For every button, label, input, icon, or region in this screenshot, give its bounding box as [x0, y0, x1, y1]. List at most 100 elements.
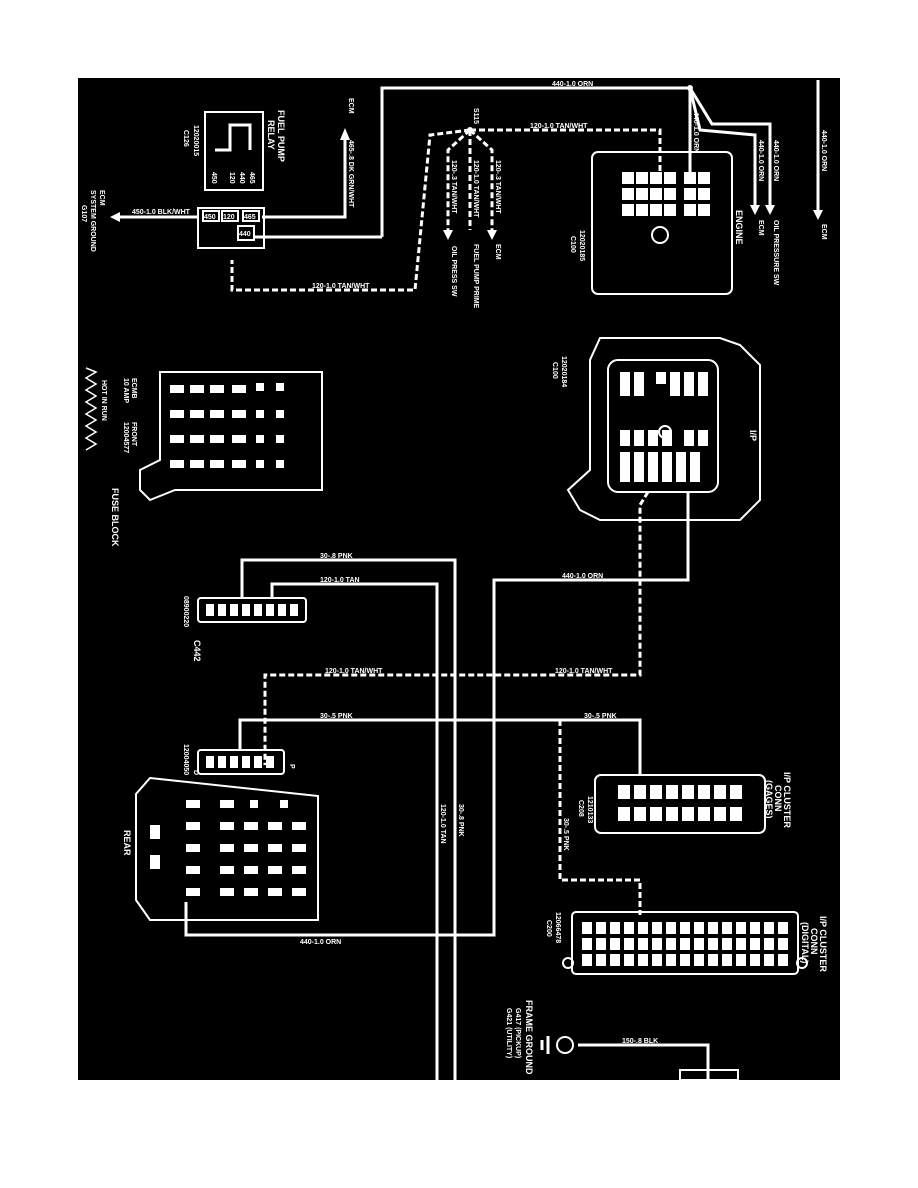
c200-part-label: 12066478	[554, 912, 561, 943]
c200-label: C200	[545, 920, 552, 937]
wire-440-v2-label: 440-1.0 ORN	[772, 140, 779, 181]
arrow-oil-pressure	[765, 205, 775, 215]
wire-120-to-relay	[230, 128, 471, 292]
c100-label: C100	[569, 236, 576, 253]
digital-conn-bolt-left	[562, 957, 574, 969]
ecm-ground-label-2: SYSTEM GROUND	[89, 190, 96, 252]
ip-connector-body	[607, 359, 719, 493]
wire-440-v3-label: 440-1.0 ORN	[757, 140, 764, 181]
wire-30-8-pnk	[240, 558, 457, 1080]
frame-ground-terminal	[556, 1036, 574, 1054]
c208-label: C208	[577, 800, 584, 817]
rear-connector-cells	[206, 756, 274, 768]
oil-pressure-sw-label: OIL PRESSURE SW	[772, 220, 779, 286]
frame-ground-box	[679, 1069, 739, 1081]
relay-conn-450: 450	[204, 214, 216, 221]
wire-465-label: 465-.8 DK GRN/WHT	[347, 140, 354, 208]
relay-conn-pin-440	[237, 225, 255, 241]
wire-30-8-pnk-label: 30-.8 PNK	[320, 553, 353, 560]
arrow-ecm-120	[487, 230, 497, 240]
wire-440-top	[380, 86, 690, 237]
wire-120-tan-label: 120-1.0 TAN	[320, 577, 360, 584]
wire-120-tanwht-mid	[263, 491, 650, 765]
relay-pin-465: 465	[248, 172, 255, 184]
wire-120-to-engine	[470, 128, 662, 178]
ip-cluster-gages-label-1: I/P CLUSTER	[782, 772, 792, 828]
wire-150-blk	[578, 1043, 710, 1080]
wire-440-branch-3	[688, 87, 757, 205]
wire-120-tanwht-b-label: 120-1.0 TAN/WHT	[312, 283, 370, 290]
fuel-pump-relay-title-1: FUEL PUMP	[276, 110, 286, 162]
engine-label: ENGINE	[734, 210, 744, 245]
g421-label: G421 (UTILITY)	[505, 1008, 512, 1058]
arrow-ground	[110, 212, 120, 222]
wire-30-8-pnk-v-label: 30-.8 PNK	[457, 804, 464, 837]
fuel-pump-prime-label: FUEL PUMP PRIME	[472, 244, 479, 309]
ecm-far-right-label: ECM	[820, 224, 827, 240]
wire-440-top-label: 440-1.0 ORN	[552, 81, 593, 88]
engine-connector-bolt	[651, 226, 669, 244]
relay-connector	[197, 207, 265, 249]
hot-in-run-zigzag	[84, 367, 98, 451]
rear-label: REAR	[122, 830, 132, 856]
relay-conn-440: 440	[239, 231, 251, 238]
wire-120-tan-v-label: 120-1.0 TAN	[439, 804, 446, 844]
c100-part-label: 12020185	[578, 230, 585, 261]
c126-part-label: 12020015	[192, 125, 199, 156]
g417-label: G417 (PICKUP)	[514, 1008, 521, 1058]
ground-symbol	[540, 1036, 550, 1054]
wire-120-tanwht-c-label: 120-.3 TAN/WHT	[450, 160, 457, 214]
wire-120-tanwht-a-label: 120-1.0 TAN/WHT	[530, 123, 588, 130]
fuel-pump-relay	[204, 111, 264, 191]
ip-cluster-gages-cells	[618, 785, 742, 821]
wire-450-label: 450-1.0 BLK/WHT	[132, 209, 191, 216]
rear-conn-part-label: 12004050	[182, 744, 189, 775]
ecm-ground-label-1: ECM	[98, 190, 105, 206]
oil-press-sw-label: OIL PRESS SW	[450, 246, 457, 297]
fuse-block-cells	[170, 383, 284, 468]
relay-pin-450: 450	[210, 172, 217, 184]
wire-120-ecm	[468, 128, 494, 230]
wire-120-oil-press	[446, 128, 472, 230]
front-label-1: FRONT	[130, 422, 137, 447]
c442-part-label: 08900220	[182, 596, 189, 627]
fuse-block	[139, 371, 323, 502]
wire-440-mid-label: 440-1.0 ORN	[562, 573, 603, 580]
rear-fuse-block	[135, 776, 319, 921]
ip-connector-bolt	[658, 425, 672, 439]
ip-cluster-gages-connector	[594, 774, 766, 834]
engine-connector-cells	[622, 172, 710, 216]
rear-fuse-cells	[150, 800, 306, 896]
digital-conn-bolt-right	[796, 957, 808, 969]
ecm-120-label: ECM	[494, 244, 501, 260]
relay-pin-440: 440	[238, 172, 245, 184]
ip-cluster-digital-cells	[582, 922, 788, 966]
c442-cells	[206, 604, 298, 616]
relay-conn-120: 120	[223, 214, 235, 221]
fuel-pump-relay-title-2: RELAY	[266, 120, 276, 150]
relay-pin-120: 120	[228, 172, 235, 184]
wire-120-tan	[270, 582, 439, 1080]
wire-120-tanwht-d-label: 120-1.0 TAN/WHT	[472, 160, 479, 218]
wire-440-bottom-label: 440-1.0 ORN	[300, 939, 341, 946]
ip-cluster-digital-connector	[571, 911, 799, 975]
arrow-ecm-465	[340, 128, 350, 140]
ip-cluster-digital-label-1: I/P CLUSTER	[818, 916, 828, 972]
c100b-label: C100	[551, 362, 558, 379]
pin-p-label: P	[288, 764, 295, 769]
front-label-2: 12004577	[122, 422, 129, 453]
frame-ground-label: FRAME GROUND	[524, 1000, 534, 1075]
wire-440-mid	[184, 492, 690, 937]
wire-30-5-pnk-v-label: 30-.5 PNK	[562, 818, 569, 851]
fuse-block-title: FUSE BLOCK	[110, 488, 120, 547]
ecm-440-label: ECM	[757, 220, 764, 236]
ip-cluster-digital-label-2: CONN	[809, 928, 819, 955]
wire-30-5-pnk	[238, 718, 642, 775]
hot-in-run-label: HOT IN RUN	[100, 380, 107, 421]
wire-120-tanwht-mid-label-a: 120-1.0 TAN/WHT	[555, 668, 613, 675]
c100b-part-label: 12020184	[560, 356, 567, 387]
wire-440-v4-label: 440-1.0 ORN	[820, 130, 827, 171]
wire-120-tanwht-mid-label-b: 120-1.0 TAN/WHT	[325, 668, 383, 675]
engine-connector	[591, 151, 733, 295]
wire-120-3-label: 120-.3 TAN/WHT	[494, 160, 501, 214]
